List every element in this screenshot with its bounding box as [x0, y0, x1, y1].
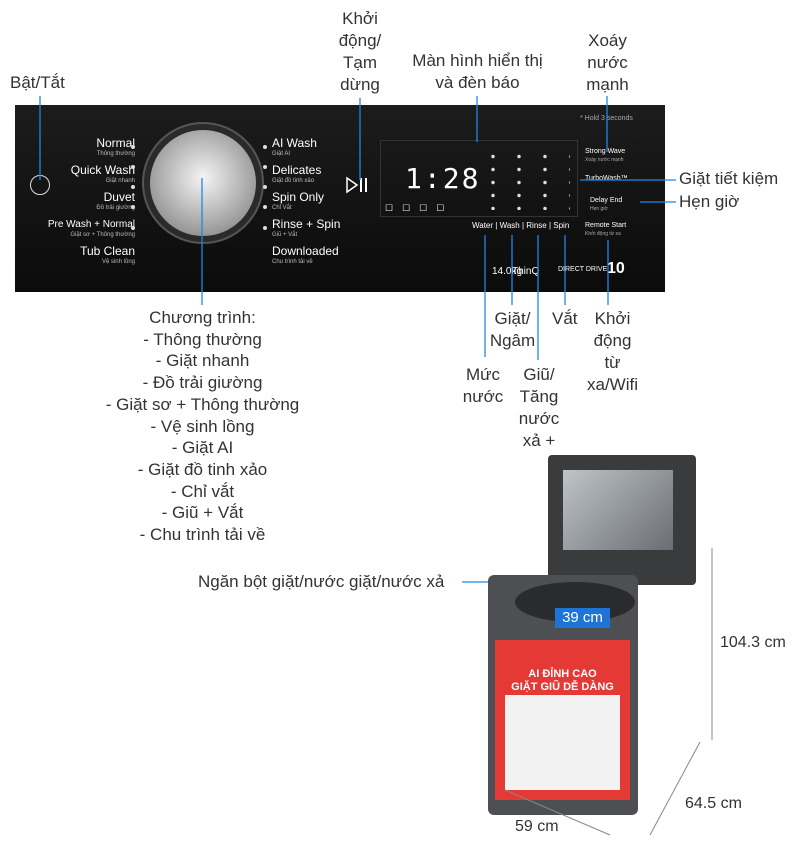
- inner-depth-badge: 39 cm: [555, 608, 610, 628]
- wash-soak-label: Giặt/Ngâm: [489, 309, 536, 350]
- thinq-logo: ThinQ: [512, 266, 540, 277]
- indicator-dot: [263, 226, 267, 230]
- indicator-dot: [263, 145, 267, 149]
- start-pause-icon[interactable]: [345, 176, 369, 199]
- indicator-dot: [131, 145, 135, 149]
- water-button[interactable]: Water: [472, 221, 494, 230]
- spin-label: Vắt: [552, 309, 578, 328]
- power-label: Bật/Tắt: [10, 73, 65, 92]
- eco-label: Giặt tiết kiệm: [679, 169, 779, 188]
- lid-glass: [563, 470, 673, 550]
- capacity: 14.0kg: [492, 266, 523, 277]
- display-screen: [380, 140, 578, 217]
- dispenser-label: Ngăn bột giặt/nước giặt/nước xả: [198, 572, 445, 591]
- indicator-dot: [263, 165, 267, 169]
- indicator-dot: [263, 205, 267, 209]
- indicator-dot: [131, 226, 135, 230]
- display-icons: ☐☐☐☐: [385, 203, 454, 213]
- motor-badge: DIRECT DRIVE: [558, 266, 608, 273]
- indicator-grid: [480, 150, 570, 210]
- wash-button[interactable]: Wash: [499, 221, 520, 230]
- program-dial[interactable]: [150, 130, 256, 236]
- spin-button[interactable]: Spin: [553, 221, 570, 230]
- column-labels: Water | Wash | Rinse | Spin: [472, 221, 570, 230]
- delay-label: Hẹn giờ: [679, 192, 740, 211]
- turbowash-button[interactable]: TurboWash™: [585, 175, 628, 182]
- indicator-dot: [263, 185, 267, 189]
- time-display: 1:28: [405, 162, 481, 195]
- indicator-dot: [131, 205, 135, 209]
- depth-dimension: 64.5 cm: [685, 795, 742, 812]
- rinse-button[interactable]: Rinse: [526, 221, 547, 230]
- warranty-badge: 10: [607, 260, 625, 277]
- indicator-dot: [131, 165, 135, 169]
- programs-list: Chương trình: - Thông thường - Giặt nhan…: [105, 308, 300, 545]
- width-dimension: 59 cm: [515, 818, 559, 835]
- indicator-dot: [131, 185, 135, 189]
- poster-panel: [505, 695, 620, 790]
- height-dimension: 104.3 cm: [720, 634, 786, 651]
